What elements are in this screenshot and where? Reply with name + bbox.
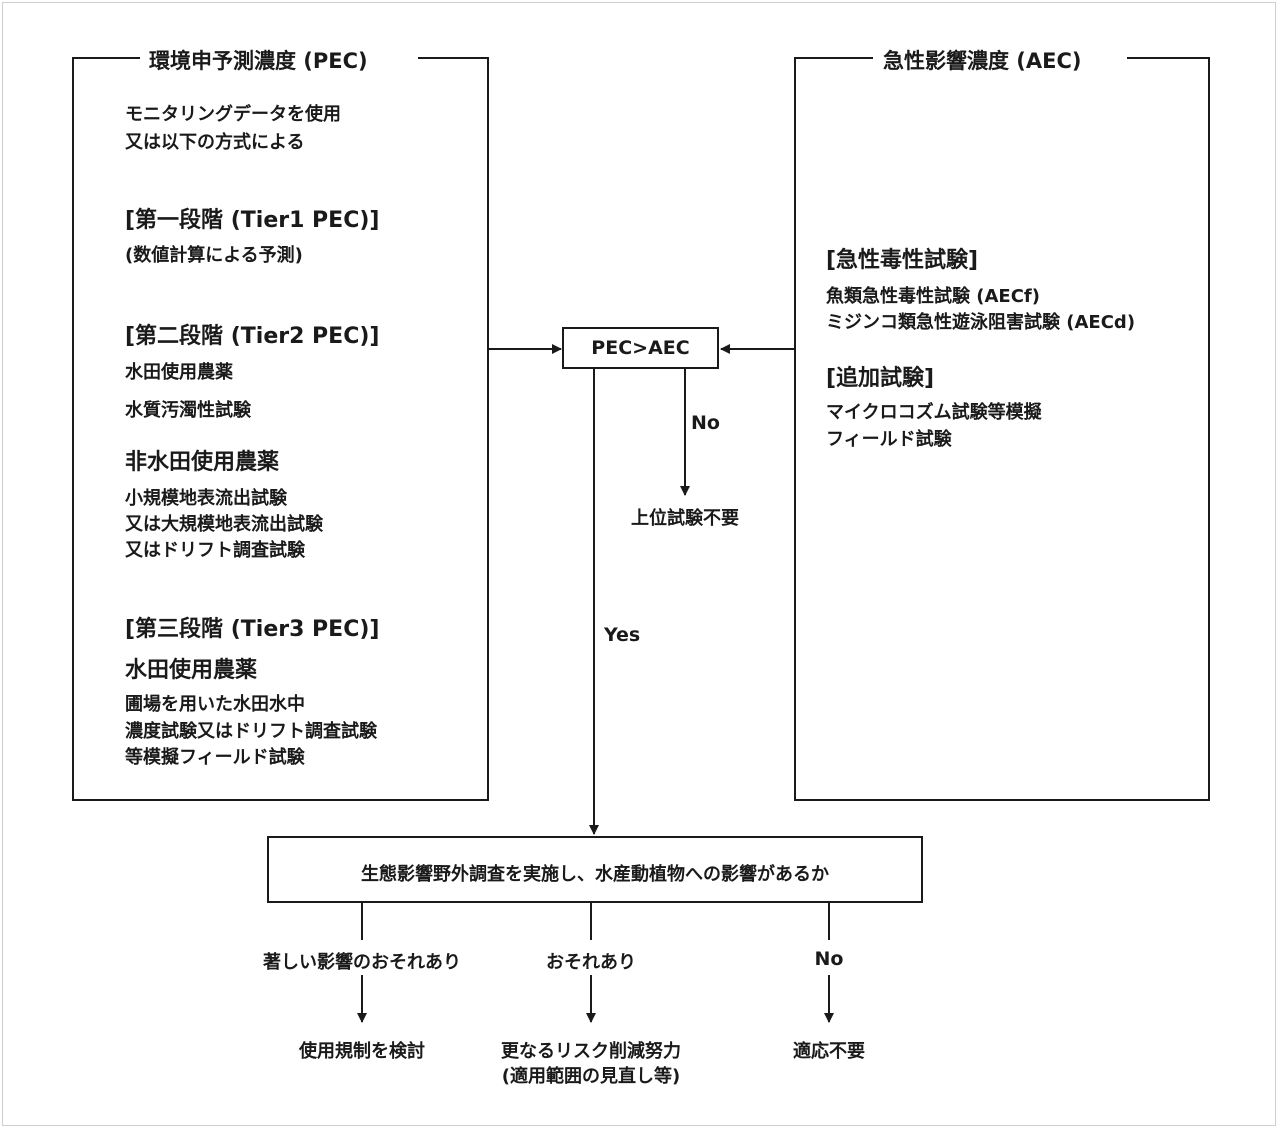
tier2-heading: [第二段階 (Tier2 PEC)] xyxy=(125,324,380,349)
pec-intro-line-1: モニタリングデータを使用 xyxy=(125,104,341,125)
pec-box xyxy=(72,57,489,801)
branch-1-condition: 著しい影響のおそれあり xyxy=(232,948,492,974)
tier2-nonpaddy: 非水田使用農薬 xyxy=(125,450,280,475)
branch-3-condition: No xyxy=(789,948,869,970)
tier3-paddy: 水田使用農薬 xyxy=(125,658,258,683)
aec-title: 急性影響濃度 (AEC) xyxy=(877,45,1088,75)
acute-test-2: ミジンコ類急性遊泳阻害試験 (AECd) xyxy=(826,312,1136,333)
branch-3-result: 適応不要 xyxy=(793,1041,865,1062)
tier3-test-2: 濃度試験又はドリフト調査試験 xyxy=(125,721,377,742)
compare-no-result: 上位試験不要 xyxy=(631,508,739,529)
survey-label: 生態影響野外調査を実施し、水産動植物への影響があるか xyxy=(361,864,829,885)
acute-heading: [急性毒性試験] xyxy=(826,248,979,273)
tier2-nonpaddy-test-3: 又はドリフト調査試験 xyxy=(125,540,305,561)
compare-box xyxy=(562,327,719,369)
aec-box xyxy=(794,57,1210,801)
tier2-paddy-test: 水質汚濁性試験 xyxy=(125,400,251,421)
pec-intro-line-2: 又は以下の方式による xyxy=(125,132,305,153)
additional-test-2: フィールド試験 xyxy=(826,429,952,450)
branch-2-result-line-1: 更なるリスク削減努力 xyxy=(501,1041,681,1062)
compare-no-label: No xyxy=(691,412,720,434)
tier1-sub: (数値計算による予測) xyxy=(125,245,303,266)
tier2-paddy: 水田使用農薬 xyxy=(125,362,233,383)
additional-heading: [追加試験] xyxy=(826,366,935,391)
compare-label: PEC>AEC xyxy=(591,337,690,359)
branch-2-result-line-2: (適用範囲の見直し等) xyxy=(501,1066,681,1087)
tier3-test-1: 圃場を用いた水田水中 xyxy=(125,694,305,715)
tier3-test-3: 等模擬フィールド試験 xyxy=(125,747,305,768)
compare-yes-label: Yes xyxy=(604,624,641,646)
tier2-nonpaddy-test-2: 又は大規模地表流出試験 xyxy=(125,514,323,535)
pec-title: 環境申予測濃度 (PEC) xyxy=(143,45,374,75)
tier2-nonpaddy-test-1: 小規模地表流出試験 xyxy=(125,488,287,509)
tier1-heading: [第一段階 (Tier1 PEC)] xyxy=(125,208,380,233)
survey-box xyxy=(267,836,923,903)
branch-1-result: 使用規制を検討 xyxy=(299,1041,425,1062)
tier3-heading: [第三段階 (Tier3 PEC)] xyxy=(125,617,380,642)
acute-test-1: 魚類急性毒性試験 (AECf) xyxy=(826,286,1040,307)
additional-test-1: マイクロコズム試験等模擬 xyxy=(826,402,1042,423)
branch-2-condition: おそれあり xyxy=(491,948,691,974)
